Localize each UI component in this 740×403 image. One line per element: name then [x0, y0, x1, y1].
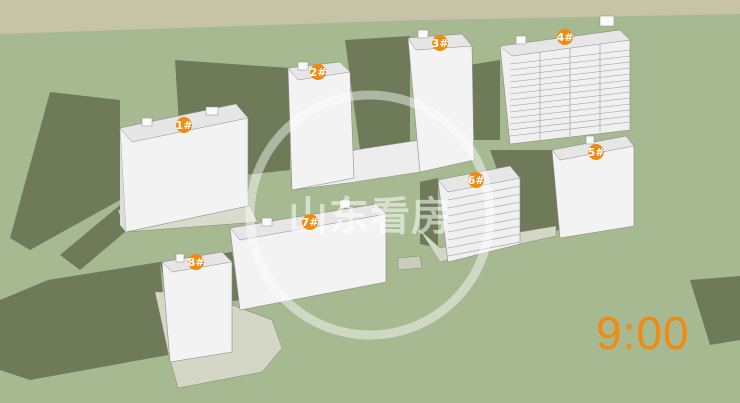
building-label-5: 5#: [588, 144, 605, 160]
building-4: [499, 15, 631, 145]
building-label-4: 4#: [557, 29, 574, 45]
building-5-rooftop-unit: [585, 135, 595, 145]
shadow-edge: [690, 276, 740, 345]
building-4-floor-lines: [509, 44, 631, 140]
time-label: 9:00: [596, 307, 690, 359]
building-2: [287, 61, 355, 191]
building-1-rooftop-unit: [141, 117, 153, 127]
building-6-floor-lines: [447, 185, 521, 257]
building-1-rooftop-unit-2: [205, 106, 219, 116]
building-label-6: 6#: [468, 172, 485, 188]
building-label-1: 1#: [176, 117, 193, 133]
building-3: [407, 29, 475, 173]
building-7-rooftop-unit: [261, 217, 273, 227]
svg-text:2#: 2#: [310, 66, 327, 79]
svg-text:5#: 5#: [588, 146, 605, 159]
shadow-3: [345, 36, 410, 150]
svg-text:4#: 4#: [557, 31, 574, 44]
building-3-rooftop-unit: [417, 29, 429, 39]
building-2-front: [287, 61, 355, 191]
svg-text:6#: 6#: [468, 174, 485, 187]
building-8-rooftop-unit: [175, 253, 185, 263]
watermark-ring: [245, 90, 495, 340]
shadow-8: [0, 262, 168, 380]
building-7-rooftop-unit-2: [339, 199, 351, 209]
building-2-rooftop-unit: [297, 61, 309, 71]
building-label-7: 7#: [302, 214, 319, 230]
building-label-3: 3#: [432, 35, 449, 51]
podium-7-step: [397, 255, 423, 271]
building-4-rooftop-unit: [515, 35, 527, 45]
shadow-1: [10, 92, 120, 250]
building-1-side: [120, 128, 126, 232]
building-labels: 1# 2# 3# 4# 5# 6# 7# 8#: [176, 29, 605, 270]
svg-text:1#: 1#: [176, 119, 193, 132]
ground-strip: [0, 0, 740, 34]
svg-text:3#: 3#: [432, 37, 449, 50]
shadow-6: [420, 178, 438, 248]
building-4-rooftop-unit-2: [599, 15, 615, 27]
building-label-2: 2#: [310, 64, 327, 80]
shadow-1b: [60, 205, 125, 270]
svg-text:7#: 7#: [302, 216, 319, 229]
svg-text:8#: 8#: [188, 256, 205, 269]
building-label-8: 8#: [188, 254, 205, 270]
watermark: 山东看房: [245, 90, 495, 340]
